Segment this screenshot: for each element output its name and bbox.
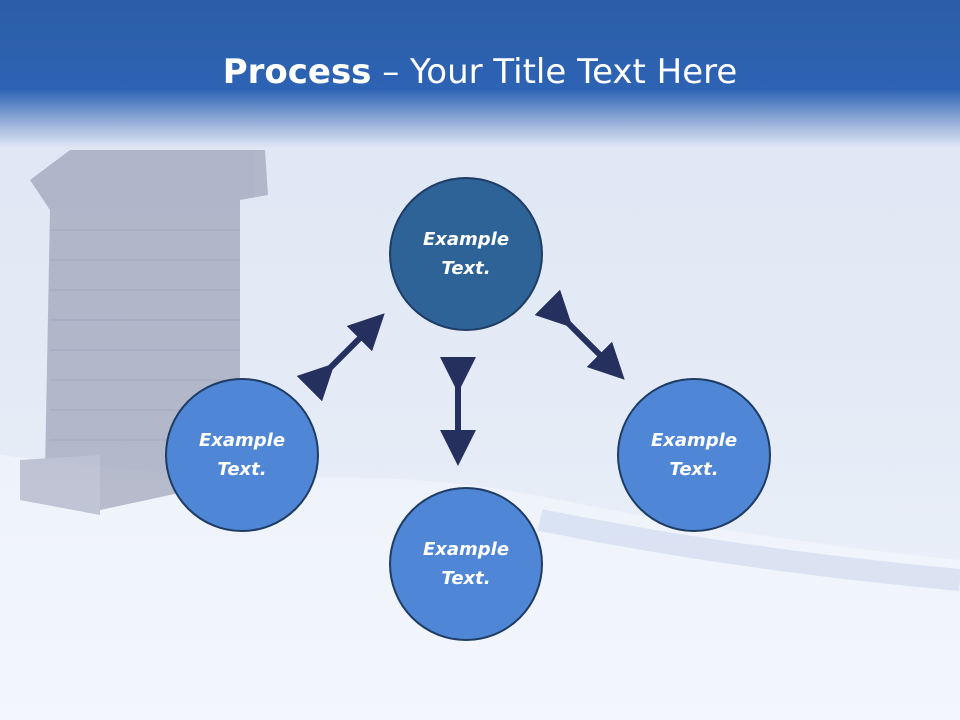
node-top-label: Example Text. [422,229,510,279]
title-bold: Process [222,52,372,92]
node-top: Example Text. [389,177,543,331]
node-right-label: Example Text. [650,430,738,480]
arrow-top-left [296,313,385,402]
node-bottom-label: Example Text. [422,539,510,589]
title-rest: – Your Title Text Here [371,52,738,92]
node-left-label: Example Text. [198,430,286,480]
slide-title: Process – Your Title Text Here [0,52,960,92]
node-right: Example Text. [617,378,771,532]
header-bar [0,0,960,148]
node-bottom: Example Text. [389,487,543,641]
arrow-top-right [534,289,625,380]
node-left: Example Text. [165,378,319,532]
